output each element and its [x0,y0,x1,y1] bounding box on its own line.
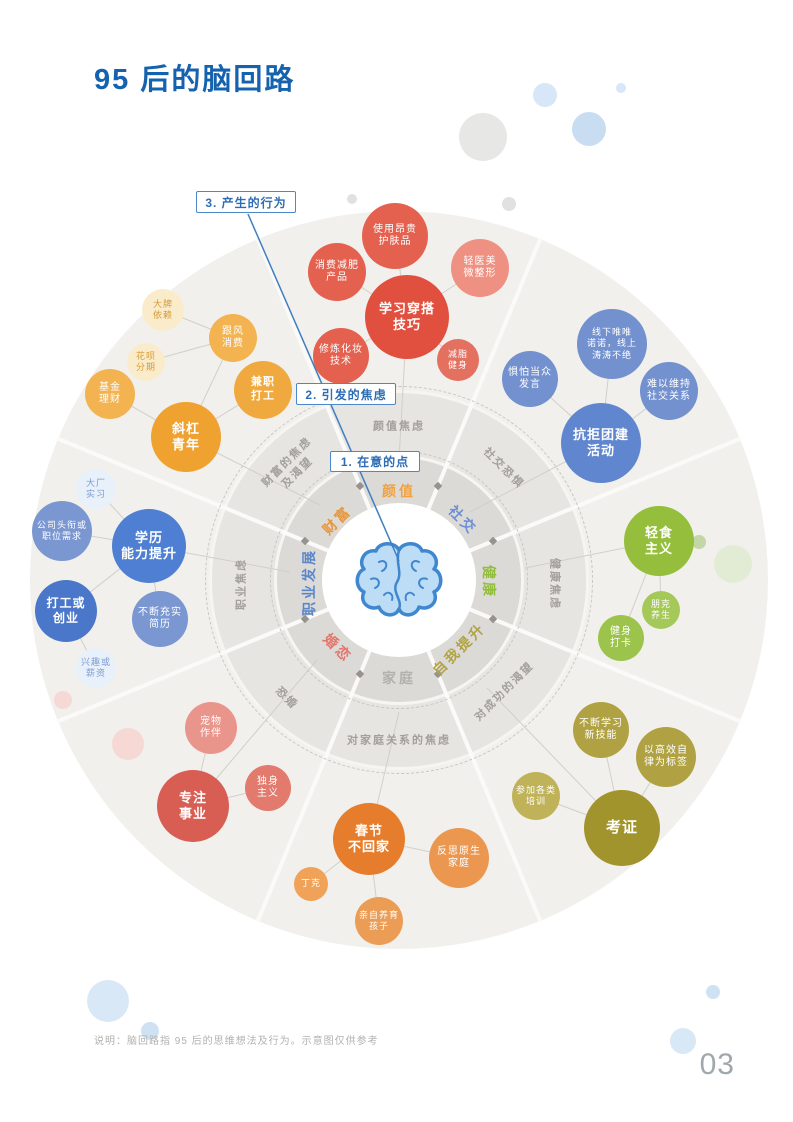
decor-bubble [572,112,606,146]
decor-bubble [502,197,516,211]
behavior-bubble: 修炼化妆技术 [313,328,369,384]
behavior-bubble: 难以维持社交关系 [640,362,698,420]
callout-step3-behaviors: 3. 产生的行为 [196,191,296,213]
behavior-bubble: 不断学习新技能 [573,702,629,758]
callout-step2-anxieties: 2. 引发的焦虑 [296,383,396,405]
decor-bubble [670,1028,696,1054]
anxiety-label: 颜值焦虑 [373,420,425,433]
anxiety-label: 职业焦虑 [235,558,248,610]
footnote: 说明：脑回路指 95 后的思维想法及行为。示意图仅供参考 [94,1036,379,1047]
anxiety-label: 健康焦虑 [548,558,561,610]
decor-bubble [616,83,626,93]
behavior-bubble: 独身主义 [245,765,291,811]
behavior-bubble: 学历能力提升 [112,509,186,583]
behavior-bubble: 花呗分期 [127,343,165,381]
behavior-bubble: 参加各类培训 [512,772,560,820]
behavior-bubble: 健身打卡 [598,615,644,661]
brain-icon [355,542,443,617]
behavior-bubble: 减脂健身 [437,339,479,381]
behavior-bubble: 消费减肥产品 [308,243,366,301]
behavior-bubble: 春节不回家 [333,803,405,875]
decor-bubble [706,985,720,999]
behavior-bubble: 轻食主义 [624,506,694,576]
page-number: 03 [699,1048,735,1081]
decor-bubble [112,728,144,760]
behavior-bubble: 反思原生家庭 [429,828,489,888]
care-point-label: 职业发展 [301,548,317,616]
behavior-bubble: 跟风消费 [209,314,257,362]
behavior-bubble: 大厂实习 [76,469,116,509]
decor-bubble [141,1022,159,1040]
behavior-bubble: 考证 [584,790,660,866]
behavior-bubble: 斜杠青年 [151,402,221,472]
behavior-bubble: 兴趣或薪资 [76,648,116,688]
decor-bubble [459,113,507,161]
behavior-bubble: 宠物作伴 [185,702,237,754]
behavior-bubble: 学习穿搭技巧 [365,275,449,359]
behavior-bubble: 大牌依赖 [142,289,184,331]
behavior-bubble: 亲自养育孩子 [355,897,403,945]
decor-bubble [533,83,557,107]
behavior-bubble: 不断充实简历 [132,591,188,647]
behavior-bubble: 公司头衔或职位需求 [32,501,92,561]
anxiety-label: 对家庭关系的焦虑 [347,734,451,747]
behavior-bubble: 兼职打工 [234,361,292,419]
care-point-label: 颜值 [382,483,416,499]
page-title: 95 后的脑回路 [94,64,296,96]
decor-bubble [714,545,752,583]
behavior-bubble: 抗拒团建活动 [561,403,641,483]
behavior-bubble: 线下唯唯诺诺，线上涛涛不绝 [577,309,647,379]
behavior-bubble: 朋克养生 [642,591,680,629]
behavior-bubble: 以高效自律为标签 [636,727,696,787]
behavior-bubble: 使用昂贵护肤品 [362,203,428,269]
care-point-label: 健康 [481,565,497,599]
decor-bubble [692,535,706,549]
behavior-bubble: 惧怕当众发言 [502,351,558,407]
behavior-bubble: 轻医美微整形 [451,239,509,297]
behavior-bubble: 基金理财 [85,369,135,419]
decor-bubble [87,980,129,1022]
care-point-label: 家庭 [382,670,416,686]
behavior-bubble: 专注事业 [157,770,229,842]
decor-bubble [54,691,72,709]
decor-bubble [347,194,357,204]
behavior-bubble: 丁克 [294,867,328,901]
center-circle [322,503,476,657]
behavior-bubble: 打工或创业 [35,580,97,642]
callout-step1-cares: 1. 在意的点 [330,451,420,472]
